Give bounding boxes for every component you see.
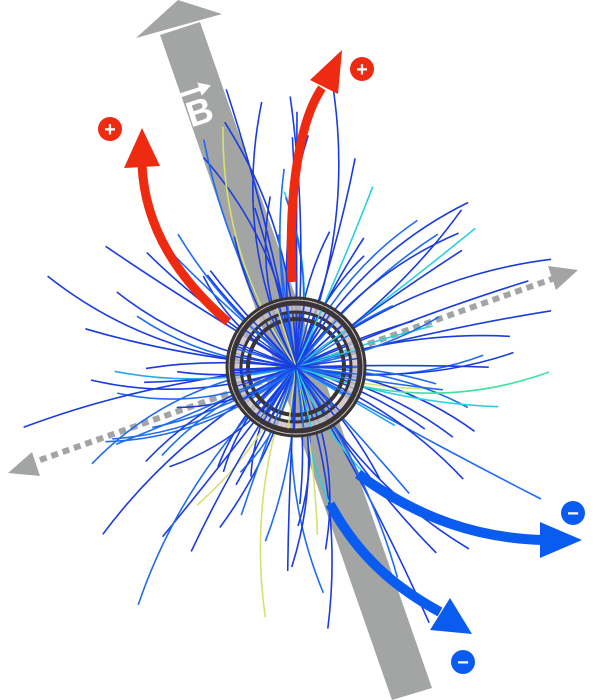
particle-track [295,366,437,554]
particle-track [295,366,410,495]
particle-track [295,201,469,368]
particle-tracks [23,81,552,629]
particle-track-core [276,307,297,368]
particle-track-core [236,366,297,387]
particle-track-core [242,366,297,400]
negative-charge-badge: − [561,501,585,525]
particle-track [295,366,464,480]
particle-track-core [267,311,297,368]
svg-text:+: + [104,119,116,141]
particle-track [295,366,399,578]
particle-track-core [256,366,297,416]
particle-track [295,366,499,408]
particle-track-core [237,345,297,368]
particle-track [295,280,529,368]
particle-track [190,366,297,552]
particle-track-core [295,324,343,368]
positive-particle-arrow-right [286,50,342,283]
particle-track-core [263,366,297,421]
particle-track [295,366,331,550]
particle-track-core [295,349,356,368]
particle-track [295,366,333,629]
particle-track [105,366,297,443]
particle-track [259,366,297,618]
particle-track-core [295,329,347,368]
particle-track [295,209,463,368]
particle-track-core [267,366,297,423]
particle-track-core [295,366,335,417]
particle-track [224,121,297,368]
particle-track-core [285,305,297,368]
particle-track-core [272,366,297,426]
particle-track-core [260,366,297,419]
particle-track-core [295,305,305,368]
particle-track [222,126,297,368]
particle-track-core [249,325,297,368]
svg-text:+: + [356,59,368,81]
negative-particle-arrow-bottom [325,501,472,634]
particle-track-core [234,366,297,374]
particle-track [289,96,302,368]
svg-text:−: − [567,503,579,525]
beam-axis [8,266,578,476]
positive-particle-arrow-left [124,128,231,326]
particle-track-core [287,366,297,429]
particle-track-core [295,334,350,368]
particle-track-core [295,366,352,396]
particle-track-core [253,321,297,368]
particle-track-core [295,366,305,429]
particle-tracks-core [233,305,359,430]
particle-track-core [295,314,331,368]
particle-track [219,366,297,528]
particle-track-core [245,329,297,368]
positive-charge-badge: + [350,57,374,81]
negative-particle-arrow-right [355,469,582,558]
particle-track [137,366,297,606]
particle-track [295,366,542,500]
particle-track [233,236,297,368]
particle-track-core [295,357,358,368]
particle-track-core [295,310,322,368]
particle-track [295,81,340,368]
particle-track-core [295,366,341,412]
negative-charge-badge: − [451,650,475,674]
particle-track-core [295,319,338,368]
particle-track-core [295,306,313,368]
particle-track-core [239,366,297,394]
particle-track-core [295,366,358,375]
vector-arrow-icon [179,86,203,98]
particle-track-core [293,366,297,430]
positive-charge-badge: + [98,117,122,141]
particle-track [279,168,297,368]
particle-track [85,328,297,368]
particle-track [114,366,297,380]
particle-track-core [295,366,312,428]
particle-track [295,316,440,368]
particle-track-core [295,312,327,368]
particle-track-core [295,366,357,382]
particle-track-core [234,355,297,368]
svg-text:−: − [457,652,469,674]
